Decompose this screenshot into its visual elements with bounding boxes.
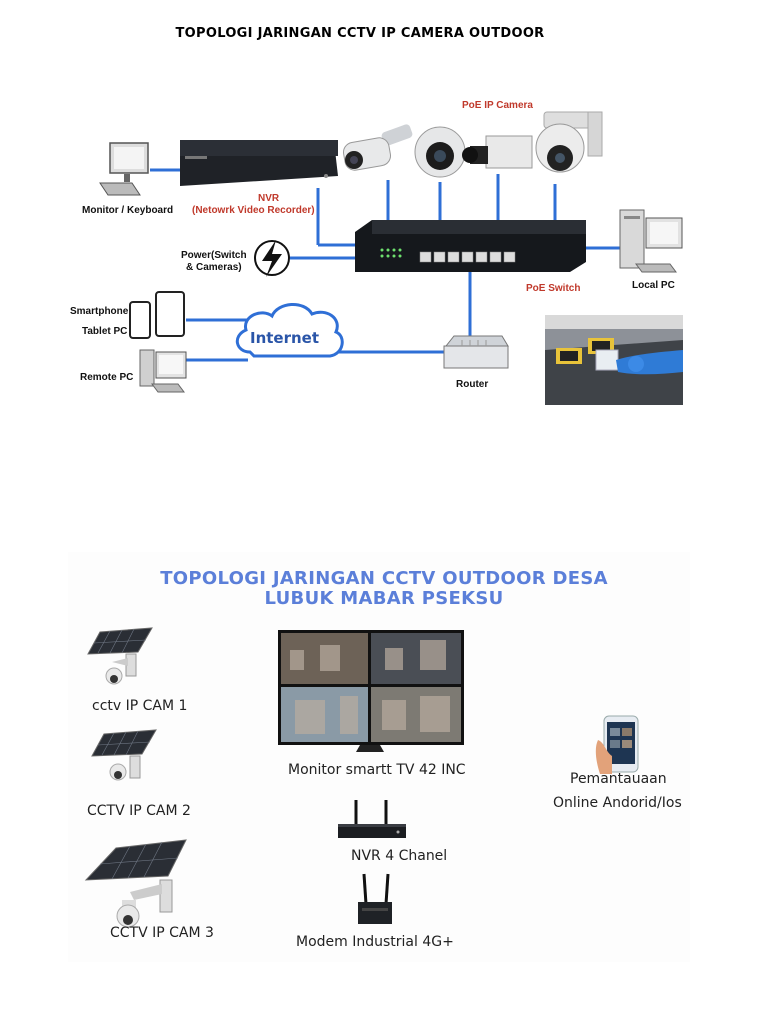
nvr-4ch-icon (338, 800, 406, 838)
label-cam2: CCTV IP CAM 2 (87, 803, 191, 819)
label-local-pc: Local PC (632, 280, 675, 291)
connection-lines (150, 168, 620, 362)
box-camera-icon (462, 135, 533, 169)
label-poe-switch: PoE Switch (526, 283, 581, 294)
internet-cloud-icon (235, 303, 344, 358)
label-router: Router (456, 379, 489, 390)
label-nvr-full: (Netowrk Video Recorder) (192, 205, 315, 216)
router-icon (443, 335, 509, 369)
outdoor-title-line1: TOPOLOGI JARINGAN CCTV OUTDOOR DESA (160, 568, 608, 589)
outdoor-title-line2: LUBUK MABAR PSEKSU (264, 588, 504, 609)
label-nvr: NVR (258, 193, 280, 204)
bullet-camera-icon (343, 124, 413, 171)
ptz-camera-icon (535, 111, 603, 173)
solar-camera-2-icon (91, 729, 157, 781)
label-nvr-4ch: NVR 4 Chanel (351, 848, 448, 864)
lightning-icon (254, 240, 290, 277)
dome-camera-icon (414, 126, 466, 178)
label-power-1: Power(Switch (181, 250, 247, 261)
label-online-1: Pemantauaan (570, 771, 667, 787)
label-internet: Internet (250, 329, 320, 347)
label-power-2: & Cameras) (186, 262, 242, 273)
solar-camera-3-icon (84, 839, 187, 928)
label-remote-pc: Remote PC (80, 372, 134, 383)
label-tablet-pc: Tablet PC (82, 326, 128, 337)
mobile-app-icon (595, 715, 639, 774)
label-monitor-keyboard: Monitor / Keyboard (82, 205, 174, 216)
tablet-icon (155, 291, 185, 337)
nvr-icon (180, 140, 338, 186)
ethernet-port-photo (545, 315, 683, 405)
smartphone-icon (129, 301, 151, 339)
modem-4g-icon (358, 873, 392, 924)
label-cam1: cctv IP CAM 1 (92, 698, 188, 714)
monitor-keyboard-icon (99, 142, 149, 196)
page-title: TOPOLOGI JARINGAN CCTV IP CAMERA OUTDOOR (175, 26, 545, 41)
label-cam3: CCTV IP CAM 3 (110, 925, 214, 941)
label-poe-ip-camera: PoE IP Camera (462, 100, 533, 111)
label-modem: Modem Industrial 4G+ (296, 934, 454, 950)
local-pc-icon (619, 209, 683, 273)
label-monitor: Monitor smartt TV 42 INC (288, 762, 466, 778)
solar-camera-1-icon (87, 627, 153, 685)
remote-pc-icon (139, 349, 187, 393)
label-online-2: Online Andorid/Ios (553, 795, 682, 811)
smart-tv-monitor-icon (278, 630, 464, 752)
network-topology-diagram (99, 111, 683, 405)
label-smartphone: Smartphone (70, 306, 129, 317)
poe-switch-icon (355, 220, 586, 272)
